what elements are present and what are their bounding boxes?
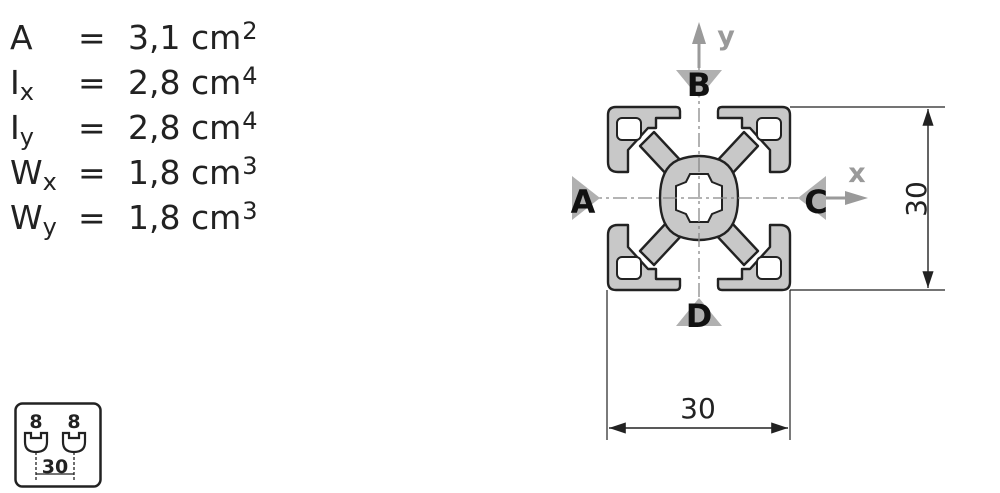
side-marker-a-icon — [572, 176, 600, 220]
t-slot-right-icon — [61, 431, 87, 454]
side-label-d: D — [686, 297, 713, 335]
property-value: 1,8 cm3 — [128, 152, 258, 192]
property-symbol: A — [10, 18, 33, 57]
property-symbol: Wx — [10, 153, 57, 196]
property-symbol: Iy — [10, 108, 34, 151]
slot-right-label: 8 — [67, 411, 80, 433]
side-label-b: B — [687, 66, 711, 104]
slot-left-label: 8 — [29, 411, 42, 433]
property-value: 2,8 cm4 — [128, 107, 258, 147]
x-axis-label: x — [848, 158, 865, 189]
side-marker-b-icon — [676, 70, 722, 98]
slot-spacing-label: 30 — [42, 456, 68, 478]
t-slot-left-icon — [23, 431, 49, 454]
side-marker-d-icon — [676, 298, 722, 326]
property-value: 2,8 cm4 — [128, 62, 258, 102]
corner-cavities — [616, 117, 782, 280]
property-value: 1,8 cm3 — [128, 197, 258, 237]
property-symbol: Ix — [10, 63, 34, 106]
y-axis-arrow-icon — [692, 22, 706, 68]
property-symbol: Wy — [10, 198, 57, 241]
height-dimension-label: 30 — [900, 181, 933, 217]
y-axis-label: y — [717, 21, 735, 52]
slot-badge-icon: 8 8 30 — [14, 402, 102, 488]
side-label-c: C — [804, 183, 827, 221]
side-label-a: A — [571, 183, 596, 221]
side-marker-c-icon — [798, 176, 826, 220]
property-value: 3,1 cm2 — [128, 17, 258, 57]
width-dimension-label: 30 — [680, 392, 716, 425]
